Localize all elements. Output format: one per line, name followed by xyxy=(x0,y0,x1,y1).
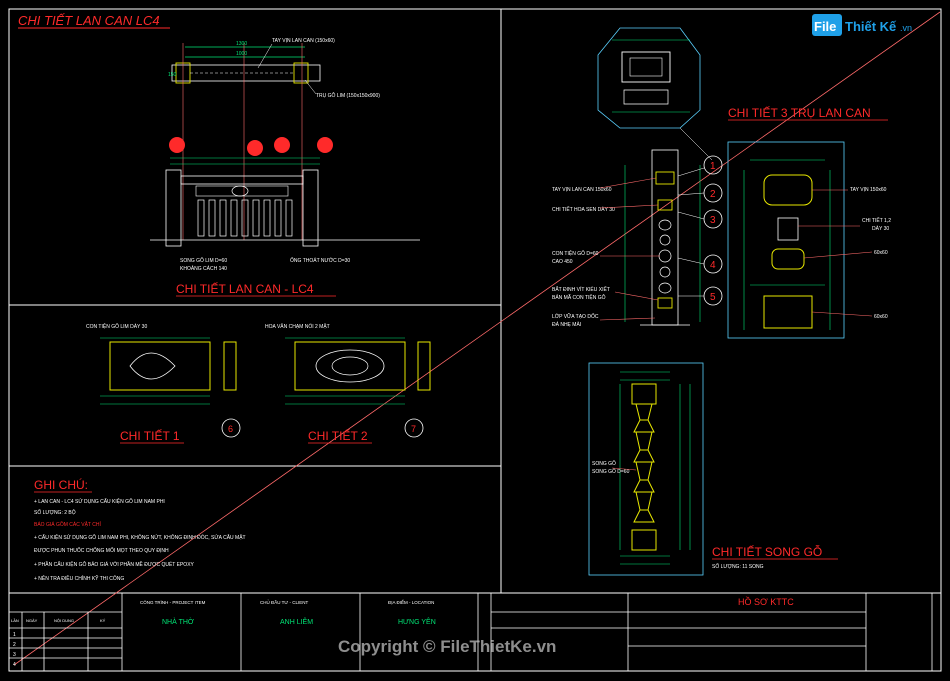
railing-elevation: SONG GỖ LIM D=60 KHOẢNG CÁCH 140 ỐNG THO… xyxy=(150,137,420,272)
note-line-4: ĐƯỢC PHUN THUỐC CHỐNG MỐI MỌT THEO QUY Đ… xyxy=(34,547,169,554)
rev-header-1: NGÀY xyxy=(26,618,38,623)
section-label-2b: DÀY 30 xyxy=(872,225,889,232)
rev-header-0: LẦN xyxy=(11,618,19,623)
section-label-1: TAY VỊN 150x60 xyxy=(850,187,887,193)
location-label: ĐỊA ĐIỂM - LOCATION xyxy=(388,599,434,605)
owner-name: ANH LIÊM xyxy=(280,617,313,626)
detail2-top-label: HOA VĂN CHẠM NỔI 2 MẶT xyxy=(265,323,330,330)
rev-header-3: KÝ xyxy=(100,618,106,623)
title-detail1: CHI TIẾT 1 xyxy=(120,428,180,443)
sheet-frame xyxy=(8,8,942,672)
baluster-detail xyxy=(588,362,704,576)
note-line-6: + NÊN TRA ĐIỀU CHỈNH KỸ THI CÔNG xyxy=(34,574,124,582)
detail1-drawing: CON TIỆN GỖ LIM DÀY 30 6 xyxy=(86,322,241,438)
project-name: NHÀ THỜ xyxy=(162,617,194,626)
title-post-detail: CHI TIẾT 3 TRỤ LAN CAN xyxy=(728,105,871,120)
dim-total: 1300 xyxy=(236,41,247,47)
document-title: HỒ SƠ KTTC xyxy=(738,596,794,607)
post-section-box xyxy=(727,141,845,339)
post-label-6: LỚP VỮA TẠO DỐC xyxy=(552,313,599,320)
owner-label: CHỦ ĐẦU TƯ - CLIENT xyxy=(260,599,309,605)
post-label-0: TAY VỊN LAN CAN 150x60 xyxy=(552,187,612,193)
section-label-2: CHI TIẾT 1,2 xyxy=(862,217,891,224)
label-handrail: TAY VỊN LAN CAN (150x60) xyxy=(272,38,335,44)
post-callout-5: 5 xyxy=(710,292,716,303)
detail1-top-label: CON TIỆN GỖ LIM DÀY 30 xyxy=(86,322,147,330)
post-elevation xyxy=(624,149,701,326)
logo-part-c: .vn xyxy=(900,23,912,33)
title-block xyxy=(9,593,933,671)
rev-header-2: NỘI DUNG xyxy=(54,618,74,623)
railing-plan: 1300 1000 150 TAY VỊN LAN CAN (150x60) T… xyxy=(168,38,380,240)
post-label-7: ĐÁ NHẸ MÀI xyxy=(552,321,581,328)
logo-part-a: File xyxy=(814,19,836,34)
rev-row-1: 1 xyxy=(13,632,16,638)
post-callout-2: 2 xyxy=(710,189,716,200)
note-line-1: SỐ LƯỢNG: 2 BỘ xyxy=(34,509,76,516)
baluster-qty: SỐ LƯỢNG: 11 SONG xyxy=(712,563,764,570)
dim-mid: 1000 xyxy=(236,51,247,57)
note-line-3: + CẤU KIỆN SỬ DỤNG GỖ LIM NAM PHI, KHÔNG… xyxy=(34,533,246,541)
detail2-drawing: HOA VĂN CHẠM NỔI 2 MẶT 7 xyxy=(265,323,431,438)
detail2-callout: 7 xyxy=(411,424,416,434)
label-baluster-a: SONG GỖ LIM D=60 xyxy=(180,257,227,264)
note-line-0: + LAN CAN - LC4 SỬ DỤNG CẤU KIỆN GỖ LIM … xyxy=(34,497,165,505)
label-drain: ỐNG THOÁT NƯỚC D=30 xyxy=(290,257,350,264)
section-label-3: 60x60 xyxy=(874,250,888,256)
title-baluster-detail: CHI TIẾT SONG GỖ xyxy=(712,544,822,559)
title-main-top: CHI TIẾT LAN CAN LC4 xyxy=(18,13,160,28)
rev-row-4: 4 xyxy=(13,662,16,668)
diagonal-line xyxy=(13,11,941,666)
post-callout-3: 3 xyxy=(710,215,716,226)
rev-row-2: 2 xyxy=(13,642,16,648)
detail1-callout: 6 xyxy=(228,424,233,434)
post-label-3: CAO 450 xyxy=(552,259,573,265)
location-name: HƯNG YÊN xyxy=(398,617,436,626)
dim-side: 150 xyxy=(168,72,177,78)
post-label-4: BẮT ĐINH VÍT KIỂU XIẾT xyxy=(552,285,610,293)
project-label: CÔNG TRÌNH - PROJECT ITEM xyxy=(140,599,206,605)
section-label-4: 60x60 xyxy=(874,314,888,320)
watermark-logo: File Thiết Kế .vn xyxy=(812,14,912,36)
label-post: TRỤ GỖ LIM (150x150x900) xyxy=(316,92,380,99)
baluster-label-b: SONG GỖ D=60 xyxy=(592,468,630,475)
note-line-2: BÁO GIÁ GỒM CÁC VẬT CHỈ xyxy=(34,521,101,528)
title-detail2: CHI TIẾT 2 xyxy=(308,428,368,443)
copyright-watermark: Copyright © FileThietKe.vn xyxy=(338,637,556,656)
label-baluster-b: KHOẢNG CÁCH 140 xyxy=(180,265,227,272)
post-top-section xyxy=(597,27,713,161)
post-label-2: CON TIỆN GỖ D=60 xyxy=(552,249,599,257)
baluster-label-a: SONG GỖ xyxy=(592,460,616,467)
post-callout-4: 4 xyxy=(710,260,716,271)
title-main-elevation: CHI TIẾT LAN CAN - LC4 xyxy=(176,281,314,296)
post-callouts xyxy=(677,155,723,306)
post-label-1: CHI TIẾT HOA SEN DÀY 30 xyxy=(552,206,615,213)
note-line-5: + PHẦN CẤU KIỆN GỖ BẢO GIÁ VỚI PHẦN MỀ Đ… xyxy=(34,560,195,568)
rev-row-3: 3 xyxy=(13,652,16,658)
logo-part-b: Thiết Kế xyxy=(845,19,897,34)
notes-heading: GHI CHÚ: xyxy=(34,477,88,492)
post-label-5: BẢN MÃ CON TIỆN GỖ xyxy=(552,293,606,301)
post-callout-1: 1 xyxy=(710,161,716,172)
